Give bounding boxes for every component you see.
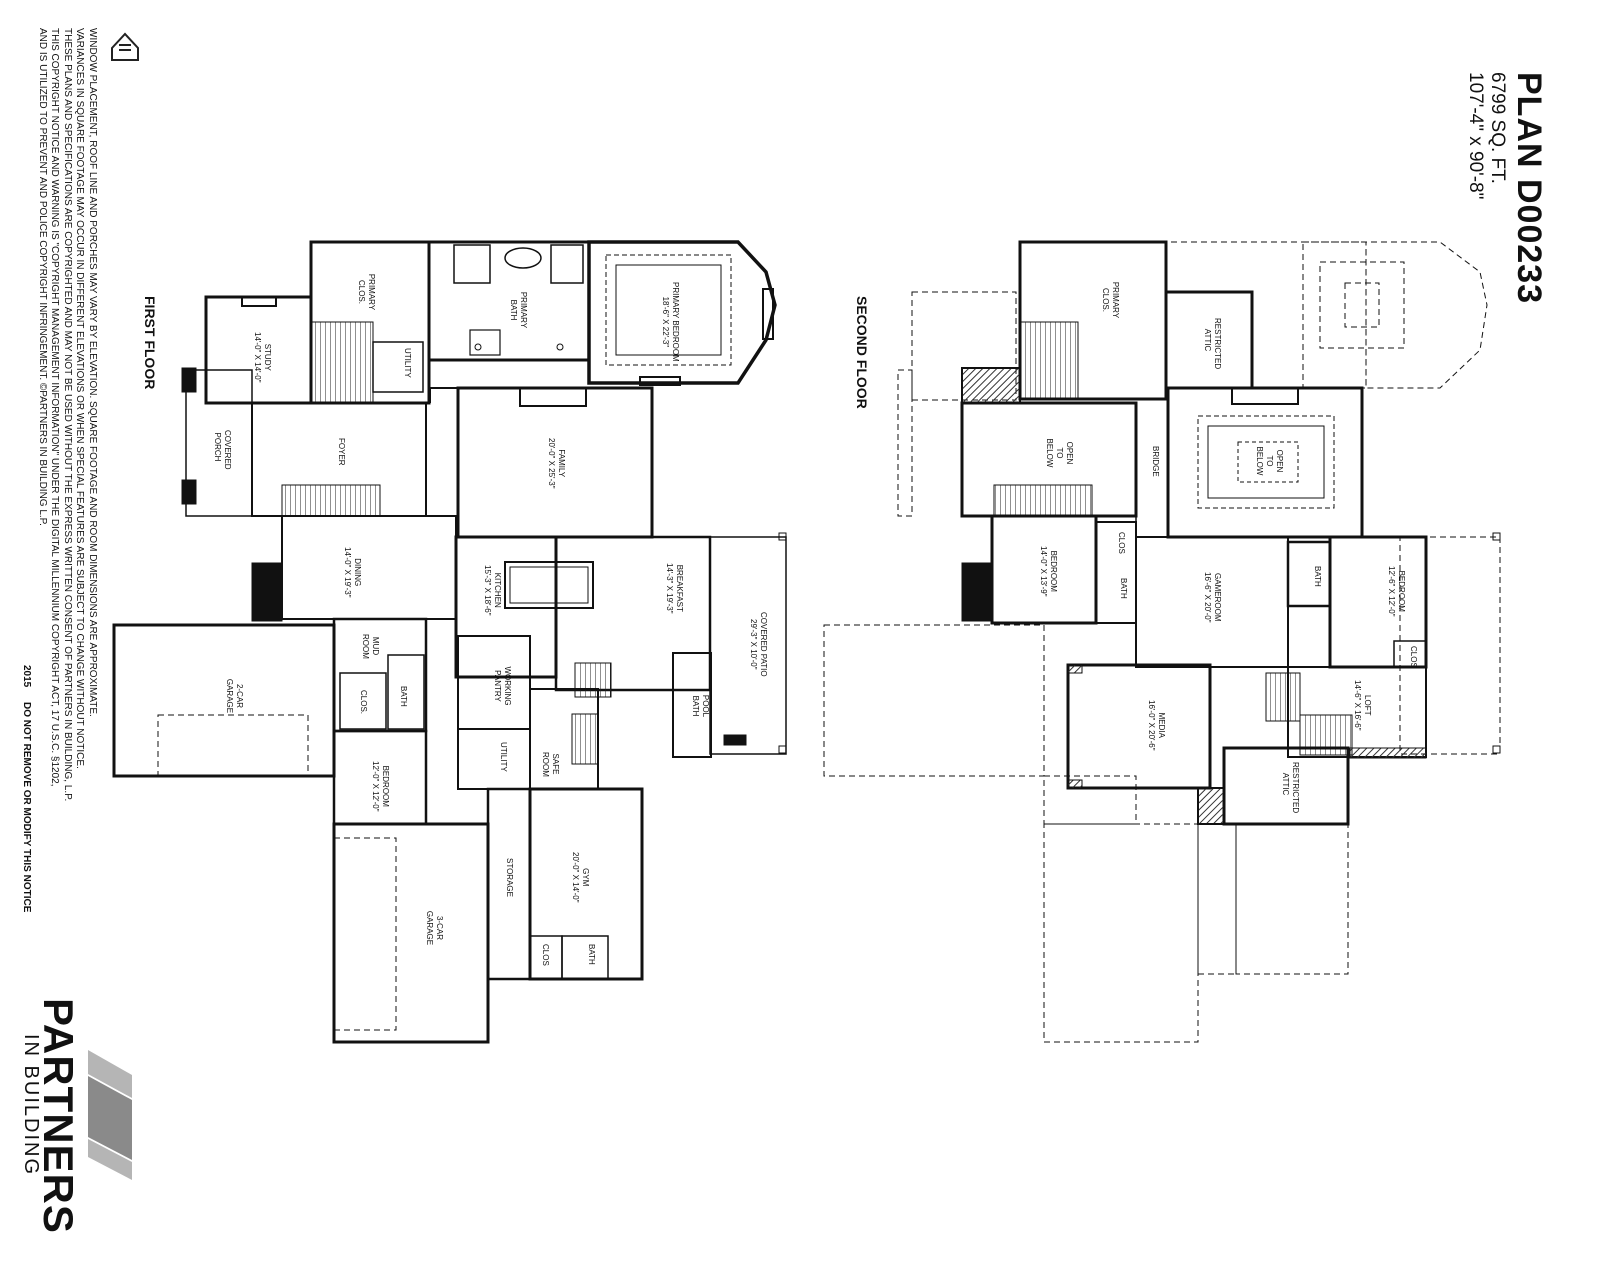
pool-bath xyxy=(672,652,712,758)
restricted-attic-1-label: RESTRICTED ATTIC xyxy=(1203,318,1222,370)
first-floor-plan xyxy=(112,240,787,1044)
primary-closet-label: PRIMARY CLOS. xyxy=(357,273,376,311)
notice-line-5: AND IS UTILIZED TO PREVENT AND POLICE CO… xyxy=(37,28,48,526)
restricted-attic-2-label: RESTRICTED ATTIC xyxy=(1281,762,1300,814)
working-pantry-label: WORKING PANTRY xyxy=(493,666,512,706)
gym-clos-label: CLOS xyxy=(541,944,550,966)
clos-label: CLOS. xyxy=(359,690,368,715)
first-floor-label: FIRST FLOOR xyxy=(142,296,158,390)
primary-bath-label: PRIMARY BATH xyxy=(509,291,528,329)
open-to-below-1-label: OPEN TO BELOW xyxy=(1045,438,1074,468)
storage-label: STORAGE xyxy=(505,858,514,897)
safe-room-label: SAFE ROOM xyxy=(541,752,560,777)
gym-bath-label: BATH xyxy=(587,944,596,965)
utility-label: UTILITY xyxy=(403,348,412,378)
logo-subtitle: IN BUILDING xyxy=(20,1034,42,1177)
foyer-label: FOYER xyxy=(337,438,346,466)
primary-bedroom xyxy=(587,240,777,385)
utility-2-label: UTILITY xyxy=(499,742,508,772)
bath-label: BATH xyxy=(399,686,408,707)
mud-room-label: MUD ROOM xyxy=(361,634,380,659)
utility-room xyxy=(372,341,424,393)
second-floor-label: SECOND FLOOR xyxy=(854,296,870,409)
notice-year: 2015 xyxy=(21,665,32,688)
notice-warning: DO NOT REMOVE OR MODIFY THIS NOTICE xyxy=(21,702,32,913)
upper-primary-closet-label: PRIMARY CLOS. xyxy=(1101,281,1120,319)
utility-room-2 xyxy=(457,728,531,790)
clos-2-label: CLOS xyxy=(1117,532,1126,554)
mud-room xyxy=(332,617,428,733)
copyright-notice: WINDOW PLACEMENT, ROOF LINE AND PORCHES … xyxy=(36,28,98,802)
clos-3-label: CLOS xyxy=(1409,646,1418,668)
notice-line-3: THESE PLANS AND SPECIFICATIONS ARE COPYR… xyxy=(62,28,73,802)
media-room xyxy=(1066,663,1212,790)
covered-patio xyxy=(709,536,787,755)
notice-line-2: VARIANCES IN SQUARE FOOTAGE MAY OCCUR IN… xyxy=(74,28,86,769)
covered-porch-label: COVERED PORCH xyxy=(213,430,232,470)
restricted-attic-lower xyxy=(1222,746,1350,826)
bath-2-label: BATH xyxy=(1119,578,1128,599)
pool-bath-label: POOL BATH xyxy=(691,694,710,718)
notice-line-1: WINDOW PLACEMENT, ROOF LINE AND PORCHES … xyxy=(87,28,98,717)
plan-overall-dimensions: 107'-4" x 90'-8" xyxy=(1465,72,1486,200)
plan-square-footage: 6799 SQ. FT. xyxy=(1487,72,1508,184)
dining-room xyxy=(281,515,457,620)
open-to-below-2-label: OPEN TO BELOW xyxy=(1255,446,1284,476)
second-floor-plan xyxy=(823,240,1501,1043)
three-car-garage-label: 3-CAR GARAGE xyxy=(425,910,444,946)
equal-housing-icon xyxy=(111,32,139,61)
bath-3-label: BATH xyxy=(1313,566,1322,587)
notice-line-4: THIS COPYRIGHT NOTICE AND WARNING IS "CO… xyxy=(49,28,61,787)
bridge-label: BRIDGE xyxy=(1151,446,1160,477)
partners-logo-mark xyxy=(88,1050,132,1180)
three-car-garage xyxy=(332,822,490,1044)
plan-title: PLAN D00233 xyxy=(1510,72,1548,305)
two-car-garage-label: 2-CAR GARAGE xyxy=(225,678,244,714)
